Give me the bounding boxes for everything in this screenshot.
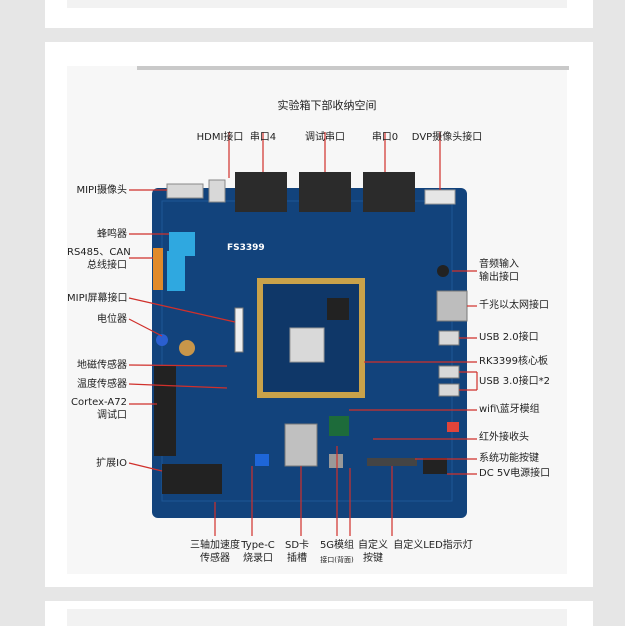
- label-temperature-sensor: 温度传感器: [77, 379, 127, 390]
- label-gigabit-ethernet: 千兆以太网接口: [479, 300, 549, 311]
- label-serial-4: 串口4: [249, 132, 277, 143]
- mipi-camera-connector: [166, 183, 204, 199]
- label-potentiometer: 电位器: [97, 314, 127, 325]
- red-switch: [447, 422, 459, 432]
- sd-card-slot: [284, 423, 318, 467]
- label-button: 按键: [363, 553, 383, 564]
- serial-port-4: [235, 172, 287, 212]
- label-wifi-bt: wifi\蓝牙模组: [479, 404, 540, 415]
- bottom-card: [45, 601, 593, 626]
- usb-3-port-1: [438, 365, 460, 379]
- core-chip-black: [327, 298, 349, 320]
- label-rs485-can: RS485、CAN: [67, 247, 131, 258]
- can-terminal: [167, 251, 185, 291]
- coin-battery: [179, 340, 195, 356]
- label-system-keys: 系统功能按键: [479, 453, 539, 464]
- debug-serial-port: [299, 172, 351, 212]
- product-image-card: 实验箱下部收纳空间 FS3399 HDMI接口 串口4 调试串口 串口0 DVP…: [45, 42, 593, 587]
- label-5g-module: 5G模组: [319, 540, 355, 551]
- expansion-io-header: [162, 464, 222, 494]
- dc-power-jack: [423, 458, 447, 474]
- usb-3-port-2: [438, 383, 460, 397]
- label-usb2: USB 2.0接口: [479, 332, 539, 343]
- rs485-terminal: [153, 248, 163, 290]
- label-accelerometer: 三轴加速度: [190, 540, 240, 551]
- board-diagram: 实验箱下部收纳空间 FS3399 HDMI接口 串口4 调试串口 串口0 DVP…: [67, 66, 569, 574]
- bottom-card-strip: [67, 609, 567, 626]
- figure-top-bar: [137, 66, 569, 70]
- ethernet-port: [436, 290, 468, 322]
- label-custom: 自定义: [358, 540, 388, 551]
- label-cortex-a72: Cortex-A72: [71, 397, 127, 408]
- label-serial-0: 串口0: [371, 132, 399, 143]
- top-card: [45, 0, 593, 28]
- audio-jack: [437, 265, 449, 277]
- custom-button: [329, 454, 343, 468]
- board-illustration: [128, 132, 478, 536]
- label-hdmi: HDMI接口: [196, 132, 244, 143]
- label-slot: 插槽: [287, 553, 307, 564]
- custom-leds: [367, 458, 417, 466]
- label-custom-led: 自定义LED指示灯: [393, 540, 473, 551]
- label-mipi-camera: MIPI摄像头: [76, 185, 127, 196]
- serial-port-0: [363, 172, 415, 212]
- label-sensor: 传感器: [200, 553, 230, 564]
- wifi-bt-module: [329, 416, 349, 436]
- label-sd-card: SD卡: [284, 540, 310, 551]
- label-bus-interface: 总线接口: [87, 260, 127, 271]
- label-type-c: Type-C: [241, 540, 275, 551]
- dvp-camera-connector: [424, 189, 456, 205]
- potentiometer: [156, 334, 168, 346]
- label-ir-receiver: 红外接收头: [479, 432, 529, 443]
- label-mipi-screen: MIPI屏幕接口: [67, 293, 128, 304]
- rk3399-chip: [289, 327, 325, 363]
- label-expansion-io: 扩展IO: [96, 458, 127, 469]
- label-debug-port: 调试口: [97, 410, 127, 421]
- label-rk3399-core: RK3399核心板: [479, 356, 548, 367]
- label-audio-output: 输出接口: [479, 272, 519, 283]
- figure-title: 实验箱下部收纳空间: [277, 99, 377, 112]
- label-flash-port: 烧录口: [243, 553, 273, 564]
- label-debug-serial: 调试串口: [305, 132, 345, 143]
- label-buzzer: 蜂鸣器: [97, 229, 127, 240]
- left-headers: [154, 366, 176, 456]
- top-card-strip: [67, 0, 567, 8]
- label-geomagnetic-sensor: 地磁传感器: [77, 360, 127, 371]
- board-model-label: FS3399: [227, 243, 265, 253]
- label-dc-power: DC 5V电源接口: [479, 468, 551, 479]
- label-usb3: USB 3.0接口*2: [479, 376, 550, 387]
- hdmi-port: [208, 179, 226, 203]
- usb-2-port: [438, 330, 460, 346]
- label-dvp: DVP摄像头接口: [411, 132, 483, 143]
- mipi-screen-connector: [234, 307, 244, 353]
- dip-switch: [255, 454, 269, 466]
- leader-lines: [128, 132, 478, 536]
- label-audio-io: 音频输入: [479, 259, 519, 270]
- label-back-interface: 接口(背面): [320, 556, 354, 564]
